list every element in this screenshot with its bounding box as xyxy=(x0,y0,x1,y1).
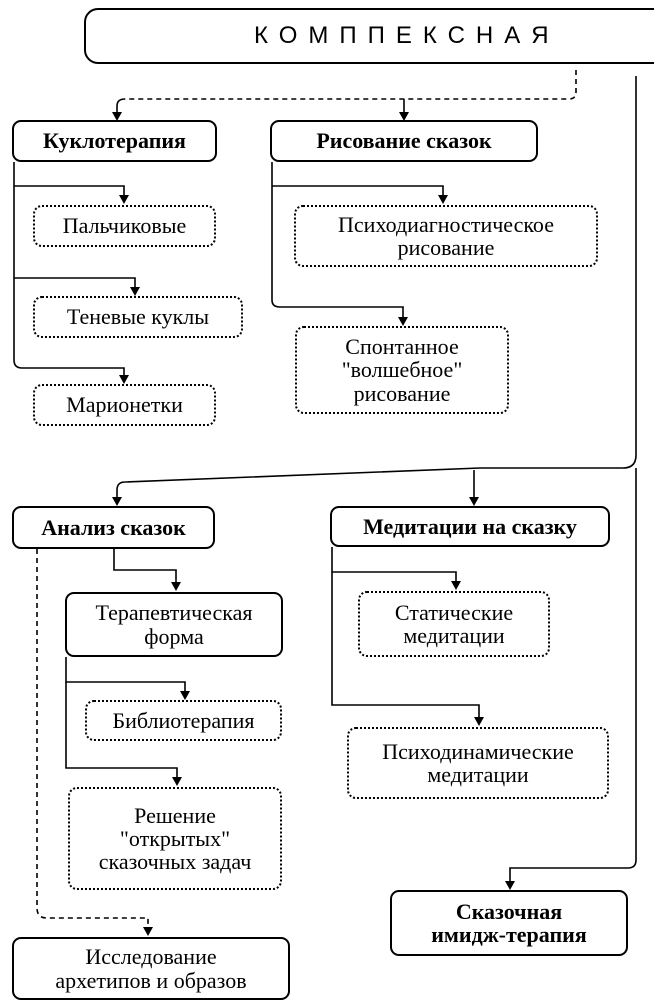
title-text: КОМППЕКСНАЯ xyxy=(254,22,560,50)
bibliotherapy-box: Библиотерапия xyxy=(85,700,282,741)
kuklotherapy-box: Куклотерапия xyxy=(12,120,217,162)
finger-puppets-box: Пальчиковые xyxy=(33,205,216,247)
image-therapy-box: Сказочная имидж-терапия xyxy=(390,890,628,956)
arrow-icon xyxy=(143,927,153,936)
arrow-icon xyxy=(130,287,140,296)
fairytale-analysis-box: Анализ сказок xyxy=(12,506,215,549)
arrow-icon xyxy=(172,777,182,786)
arrow-icon xyxy=(438,195,448,204)
arrow-icon xyxy=(505,881,515,890)
fairytale-drawing-box: Рисование сказок xyxy=(270,120,538,162)
arrow-icon xyxy=(399,112,409,121)
shadow-puppets-box: Теневые куклы xyxy=(33,296,243,338)
psychodiagnostic-drawing-box: Психодиагностическое рисование xyxy=(294,205,598,267)
arrow-icon xyxy=(451,581,461,590)
title-box: КОМППЕКСНАЯ xyxy=(84,8,654,64)
arrow-icon xyxy=(180,691,190,700)
arrow-icon xyxy=(112,497,122,506)
arrow-icon xyxy=(112,112,122,121)
therapeutic-form-box: Терапевтическая форма xyxy=(65,592,283,657)
psychodynamic-meditation-box: Психодинамические медитации xyxy=(347,727,609,799)
open-tasks-box: Решение "открытых" сказочных задач xyxy=(68,787,282,890)
arrow-icon xyxy=(398,317,408,326)
arrow-icon xyxy=(474,717,484,726)
marionettes-box: Марионетки xyxy=(33,384,216,426)
spontaneous-drawing-box: Спонтанное "волшебное" рисование xyxy=(295,326,509,414)
arrow-icon xyxy=(119,195,129,204)
arrow-icon xyxy=(171,582,181,591)
arrow-icon xyxy=(469,497,479,506)
arrow-icon xyxy=(119,375,129,384)
static-meditation-box: Статические медитации xyxy=(358,591,550,657)
archetypes-study-box: Исследование архетипов и образов xyxy=(12,937,290,1000)
fairytale-meditation-box: Медитации на сказку xyxy=(330,506,610,547)
